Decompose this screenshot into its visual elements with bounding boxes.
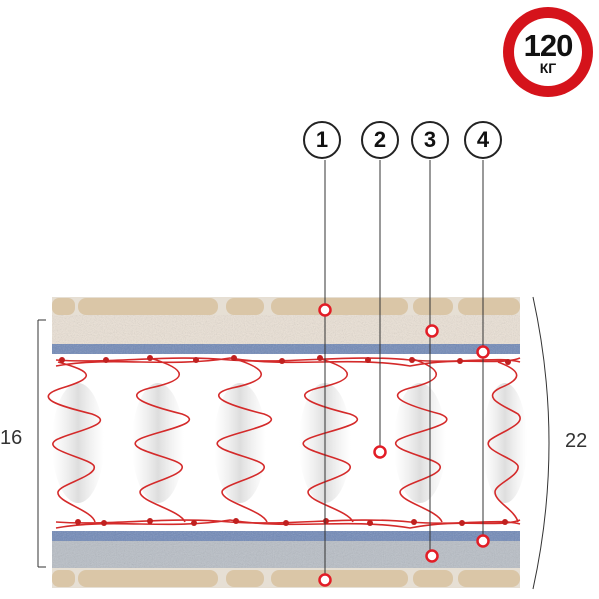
- max-load-badge: 120 КГ: [503, 7, 593, 97]
- marker-1-bottom: [318, 573, 332, 587]
- marker-2: [373, 445, 387, 459]
- bottom-blue-layer: [52, 531, 520, 541]
- top-felt-layer: [52, 315, 520, 346]
- spring: [216, 357, 273, 523]
- marker-4-top: [476, 345, 490, 359]
- marker-3-top: [425, 324, 439, 338]
- max-load-unit: КГ: [539, 60, 557, 76]
- springs: [47, 357, 521, 529]
- callout-4: 4: [464, 121, 502, 159]
- max-load-badge-inner: 120 КГ: [514, 18, 582, 86]
- callout-1: 1: [303, 121, 341, 159]
- spring-block: [47, 354, 527, 531]
- total-height-brace: [532, 296, 550, 590]
- markers: [318, 303, 490, 587]
- marker-1-top: [318, 303, 332, 317]
- spring: [394, 357, 448, 523]
- spring: [487, 361, 521, 523]
- marker-3-bottom: [425, 549, 439, 563]
- top-blue-layer: [52, 344, 520, 354]
- spring-clips: [59, 355, 511, 526]
- total-height-label: 22: [565, 430, 588, 452]
- callout-3: 3: [411, 121, 449, 159]
- max-load-value: 120: [523, 28, 574, 63]
- spring: [134, 357, 191, 523]
- core-height-bracket: [37, 319, 46, 568]
- core-height-label: 16: [0, 427, 23, 449]
- callout-2: 2: [361, 121, 399, 159]
- marker-4-bottom: [476, 534, 490, 548]
- bottom-pads-layer: [52, 568, 520, 588]
- top-pads-layer: [52, 297, 520, 317]
- bottom-felt-layer: [52, 541, 520, 570]
- spring: [302, 357, 359, 523]
- spring: [47, 361, 102, 523]
